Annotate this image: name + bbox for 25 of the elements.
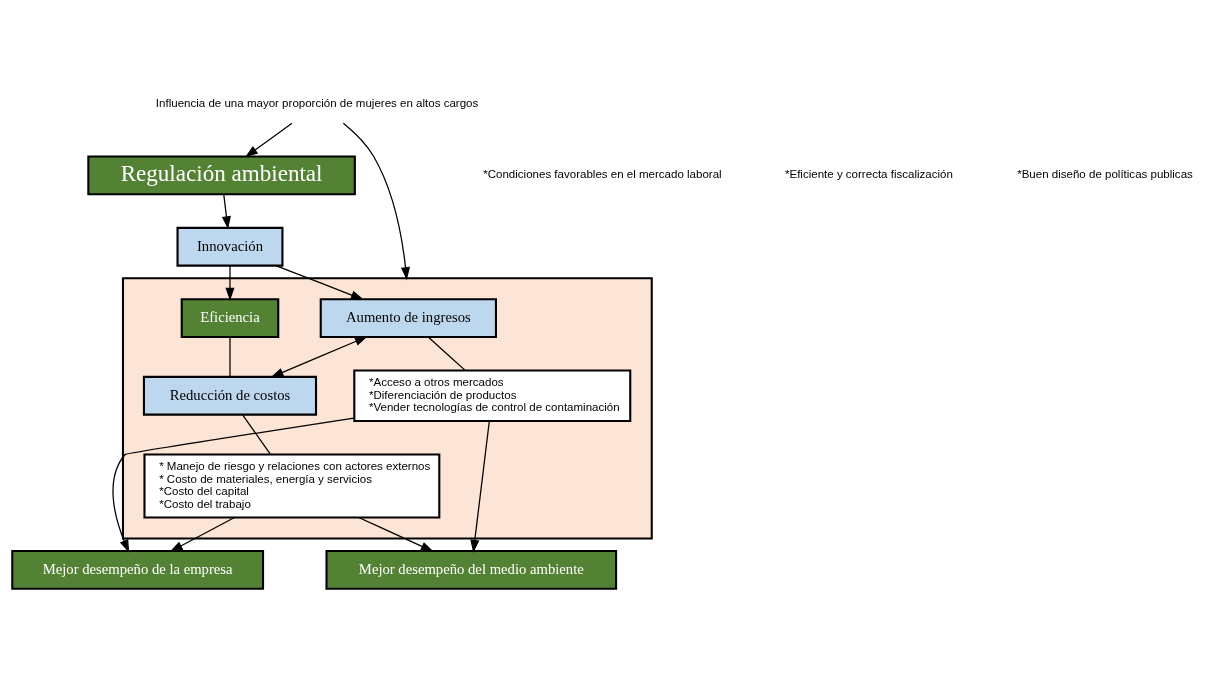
arrow [112,416,355,553]
connector [242,413,271,455]
node-box: Mejor desempeño del medio ambiente [325,549,618,590]
node-box: Aumento de ingresos [319,297,497,338]
node-box: Reducción de costos [142,375,318,416]
arrow [244,122,293,157]
arrow [169,516,236,552]
connector [229,335,231,377]
arrow [225,264,235,301]
node-box: Eficiencia [180,297,280,338]
arrow [342,122,411,280]
node-box: *Acceso a otros mercados *Diferenciación de productos *Vender tecnologías de control de contaminación [353,369,632,422]
label: *Eficiente y correcta fiscalización [784,167,953,180]
arrow [221,193,231,229]
node-box: Innovación [176,226,284,267]
arrow [470,419,490,553]
node-text: Influencia de una mayor proporción de mujeres en altos cargos [155,96,479,109]
arrow [275,264,364,300]
label: *Condiciones favorables en el mercado laboral [483,167,722,180]
node-box: Regulación ambiental [87,155,356,195]
connector [427,335,466,371]
node-box: * Manejo de riesgo y relaciones con actores externos * Costo de materiales, energía y servicios *Costo del capital *Costo del trabajo [143,452,441,518]
label: *Buen diseño de políticas publicas [1017,167,1193,180]
node-box: Mejor desempeño de la empresa [11,549,265,590]
arrow [270,335,368,378]
